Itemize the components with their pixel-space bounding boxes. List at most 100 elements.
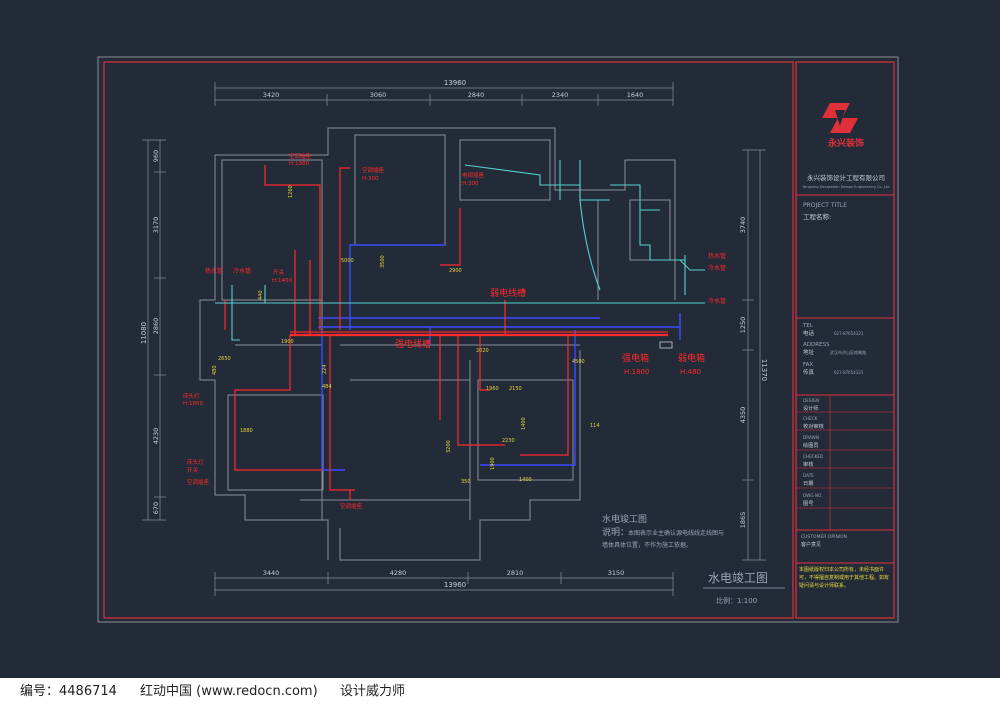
bottom-total-dim: 13960 [444,581,466,589]
tv-socket-label: 电视插座 [462,171,485,179]
ac-top-height: H:1980 [289,161,309,167]
titleblock-row-cn: 图号 [803,500,813,507]
left-segment-dim: 3170 [152,217,160,234]
measure-label: 1900 [490,457,496,470]
footer-bar: 编号：4486714 红动中国 (www.redocn.com) 设计威力师 [0,678,1000,705]
switch-label: 开关 [273,268,285,276]
weak-current-lines [318,244,681,471]
fax-cn: 传真 [803,368,815,376]
measure-label: 1400 [519,477,532,483]
title-block: 永兴装饰 永兴装饰设计工程有限公司 Yongxing Decoration De… [795,61,895,619]
right-segment-dim: 1250 [739,317,747,334]
floor-plan-walls [199,127,676,561]
customer-cn: 客户意见 [801,541,821,548]
bottom-dimensions [214,572,674,596]
measure-label: 2650 [218,356,231,362]
measure-label: 1960 [486,386,499,392]
titleblock-row-en: DWG NO. [803,493,823,498]
weak-box-label: 弱电箱 [678,352,705,364]
cold-water-left: 冷水管 [233,267,251,275]
titleblock-row-cn: 审核 [803,460,813,468]
measure-label: 480 [212,365,218,375]
company-name-en: Yongxing Decoration Design Engineering C… [802,185,889,189]
top-segment-dim: 2840 [468,91,485,99]
weak-trunk-label: 弱电线槽 [490,287,526,299]
fax-label: FAX [803,362,813,368]
measure-label: 1900 [281,339,294,345]
footer-site: 红动中国 (www.redocn.com) [140,684,318,699]
customer-en: CUSTOMER OPINION [801,534,847,540]
strong-trunk-label: 强电线槽 [395,338,431,350]
measure-label: 484 [322,384,332,390]
hot-water-left: 热水管 [205,267,223,275]
footer-designer: 设计威力师 [340,684,406,699]
right-segment-dim: 4350 [739,407,747,424]
titleblock-row-cn: 设计师 [803,404,819,412]
top-total-dim: 13960 [444,79,466,87]
notes-line1: 本图表示业主确认源电线线走线图与 [628,529,724,537]
bottom-segment-dim: 4280 [390,569,407,577]
titleblock-row-cn: 绘图员 [803,441,819,449]
company-name: 永兴装饰设计工程有限公司 [807,173,885,182]
switch-height: H:1400 [272,278,292,284]
drawing-scale: 比例：1:100 [716,596,757,605]
titleblock-row-en: DRAWN [803,435,819,440]
cold-water-main: 冷水管 [708,297,726,305]
strong-box-symbol [659,341,673,349]
measure-label: 114 [590,423,600,429]
strong-box-label: 强电箱 [622,352,649,364]
measure-label: 1260 [288,185,294,198]
right-segment-dim: 1865 [739,512,747,529]
bedhead-label-2: 床头灯 [187,458,204,466]
ac-mid-label: 空调插座 [362,166,385,174]
address-value: 武汉市洪山区珞喻路 [830,349,866,355]
ac-mid-height: H:300 [362,176,379,182]
bottom-segment-dim: 3440 [263,569,280,577]
project-name-label: 工程名称: [803,212,831,221]
drawing-title: 水电竣工图 [708,570,768,585]
hot-water-right: 热水管 [708,252,726,260]
measure-label: 2900 [449,268,462,274]
right-total-dim: 11370 [760,359,768,381]
right-segment-dim: 3740 [739,217,747,234]
measure-label: 224 [322,364,328,374]
measure-label: 3200 [446,440,452,453]
right-dimensions [742,149,766,561]
left-dimensions [142,139,166,521]
weak-box-height: H:480 [680,368,701,376]
bottom-segment-dim: 3150 [608,569,625,577]
fax-value: 027-87654321 [834,370,864,375]
measure-label: 4500 [572,359,585,365]
titleblock-row-cn: 校对审核 [803,422,824,430]
strong-current-lines [224,165,668,500]
company-logo [822,103,858,133]
strong-box-height: H:1800 [624,368,649,376]
measure-label: 1400 [521,417,527,430]
left-segment-dim: 2860 [152,318,160,335]
left-segment-dim: 960 [152,150,160,162]
address-cn: 地址 [803,348,815,356]
measure-label: 5000 [341,258,354,264]
top-segment-dim: 3420 [263,91,280,99]
measure-label: 350 [461,479,471,485]
cold-water-right: 冷水管 [708,264,726,272]
bedhead-label: 床头灯 [183,392,200,400]
project-title-label: PROJECT TITLE [803,202,847,209]
tel-cn: 电话 [803,329,815,337]
measure-label: 3500 [380,255,386,268]
top-segment-dim: 1640 [627,91,644,99]
remarks-text: 本图纸版权归本公司所有，未经书面许可，不得擅自复制或用于其他工程。如有疑问请与设… [799,567,890,589]
outer-frame [97,56,899,623]
water-pipes [215,160,705,341]
top-segment-dim: 3060 [370,91,387,99]
footer-id: 编号：4486714 [20,684,117,699]
bottom-segment-dim: 2810 [507,569,524,577]
measure-label: 2020 [476,348,489,354]
ac-bottom-label: 空调插座 [340,502,363,510]
switch-label-2: 开关 [187,466,199,474]
notes-title: 水电竣工图 [602,513,647,525]
top-dimensions [214,82,674,106]
notes-line2: 墙体具体位置，不作为施工依据。 [602,541,692,549]
measure-label: 2150 [509,386,522,392]
